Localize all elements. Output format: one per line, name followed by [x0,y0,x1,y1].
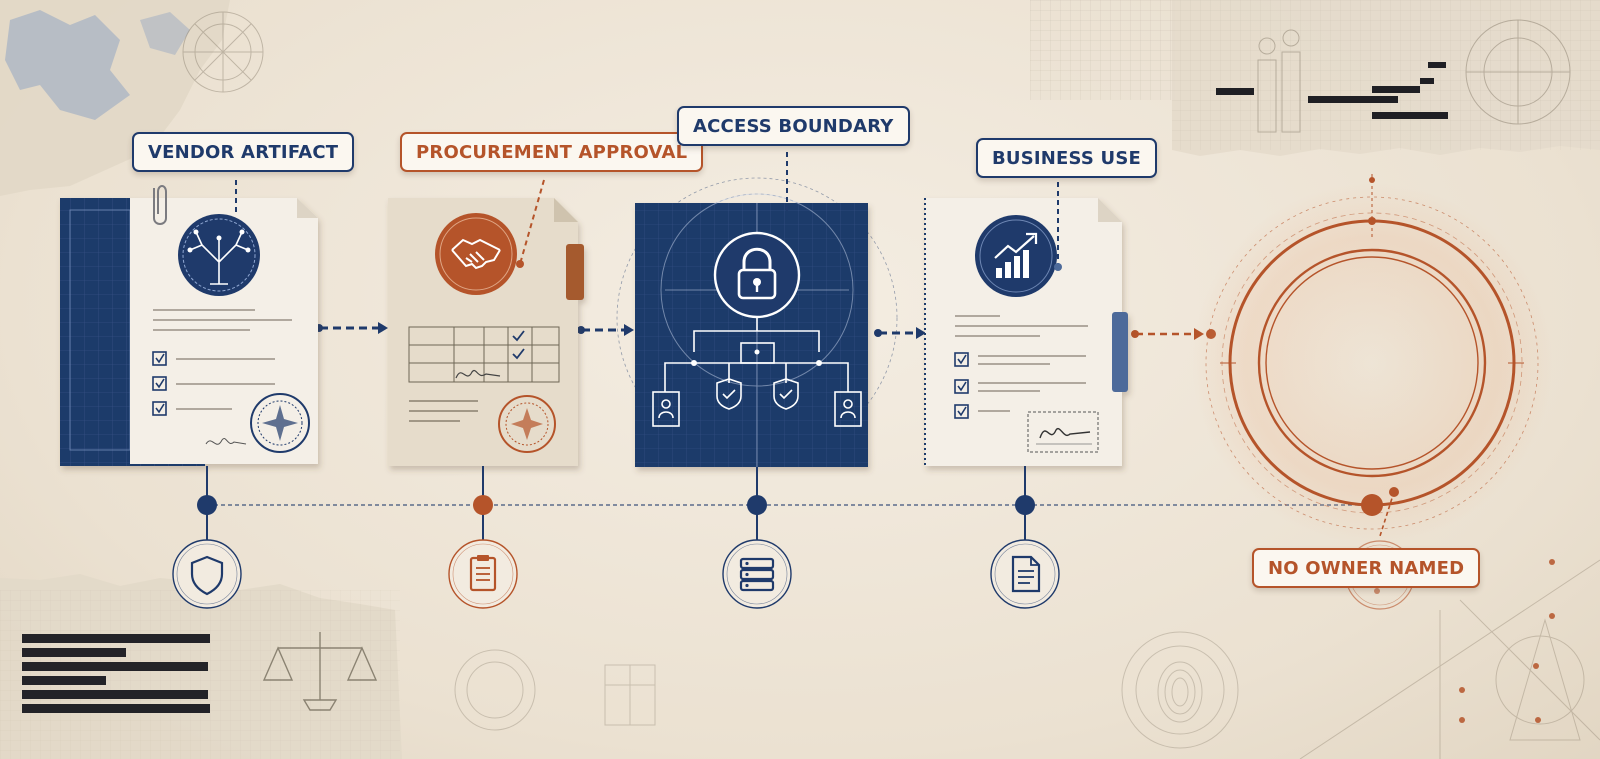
business-use-card [924,198,1128,466]
handshake-icon [435,213,517,295]
procurement-approval-label: PROCUREMENT APPROVAL [400,132,704,172]
procurement-card [388,198,584,466]
signature [205,438,247,445]
neural-tree-icon [178,214,260,296]
approval-seal-icon [498,395,556,453]
paperclip-icon [153,185,167,225]
growth-chart-icon [975,215,1057,297]
business-use-label: BUSINESS USE [976,138,1158,178]
padlock-icon [713,231,801,319]
shield-icon [172,539,242,609]
stage-business-use [924,182,1128,609]
approval-table [408,326,560,383]
checklist [954,352,1086,419]
stage-procurement-approval [388,179,584,609]
official-seal-icon [250,393,310,453]
signature-box [1027,411,1099,453]
stage-access-boundary [616,152,898,609]
signature [455,370,501,379]
access-boundary-label: ACCESS BOUNDARY [677,106,910,146]
flow-arrow [874,327,926,339]
flow-arrow [315,322,388,334]
access-hierarchy [652,317,862,427]
document-icon [990,539,1060,609]
clipboard-icon [448,539,518,609]
stage-vendor-artifact [60,180,318,609]
server-icon [722,539,792,609]
no-owner-named-label: NO OWNER NAMED [1252,548,1481,588]
vendor-artifact-label: VENDOR ARTIFACT [132,132,355,172]
checklist [152,351,275,416]
stage-no-owner-named [1192,174,1552,610]
flow-arrow [577,324,634,336]
